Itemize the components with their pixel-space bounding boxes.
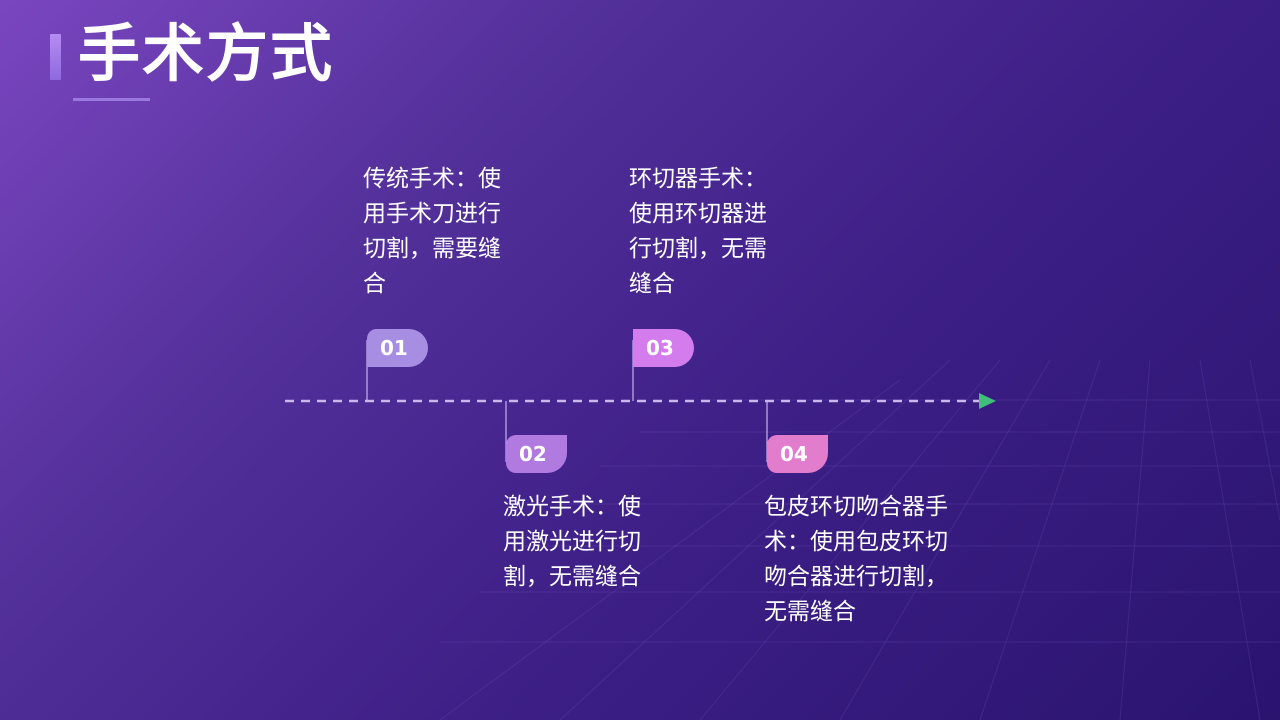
title-accent-bar (50, 34, 61, 80)
timeline-arrow-head (979, 393, 996, 409)
step-badge-02: 02 (506, 435, 567, 473)
page-title: 手术方式 (78, 17, 335, 90)
step-description-03: 环切器手术：使用环切器进行切割，无需缝合 (629, 166, 767, 297)
title-underline (73, 98, 150, 101)
step-badge-04: 04 (767, 435, 828, 473)
step-badge-03: 03 (633, 329, 694, 367)
step-badge-01: 01 (367, 329, 428, 367)
step-description-04: 包皮环切吻合器手术：使用包皮环切吻合器进行切割，无需缝合 (764, 494, 948, 625)
step-description-02: 激光手术：使用激光进行切割，无需缝合 (503, 494, 641, 590)
step-description-01: 传统手术：使用手术刀进行切割，需要缝合 (363, 166, 501, 297)
